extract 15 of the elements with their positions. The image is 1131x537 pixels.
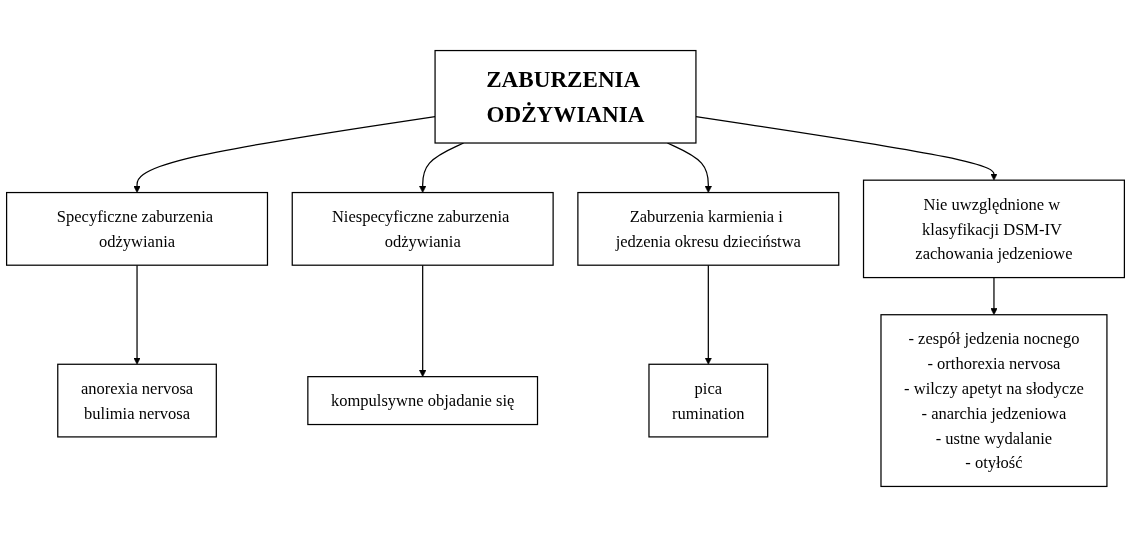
node-box: kompulsywne objadanie się (307, 376, 539, 426)
node-box: Nie uwzględnione w klasyfikacji DSM-IV zachowania jedzeniowe (862, 179, 1125, 279)
arrow (695, 115, 998, 181)
arrow (419, 264, 427, 377)
arrow (133, 115, 436, 193)
node-box: - zespół jedzenia nocnego - orthorexia nervosa - wilczy apetyt na słodycze - anarchia jedzeniowa - ustne wydalanie - otyłość (880, 314, 1108, 488)
node-box: ZABURZENIA ODŻYWIANIA (434, 49, 697, 144)
node-box: Niespecyficzne zaburzenia odżywiania (291, 191, 554, 266)
arrow (990, 276, 998, 316)
node-box: Zaburzenia karmienia i jedzenia okresu dzieciństwa (577, 191, 840, 266)
arrow (133, 264, 141, 365)
node-box: Specyficzne zaburzenia odżywiania (5, 191, 269, 266)
node-box: pica rumination (648, 363, 769, 438)
node-box: anorexia nervosa bulimia nervosa (57, 363, 217, 438)
arrow (704, 264, 712, 365)
